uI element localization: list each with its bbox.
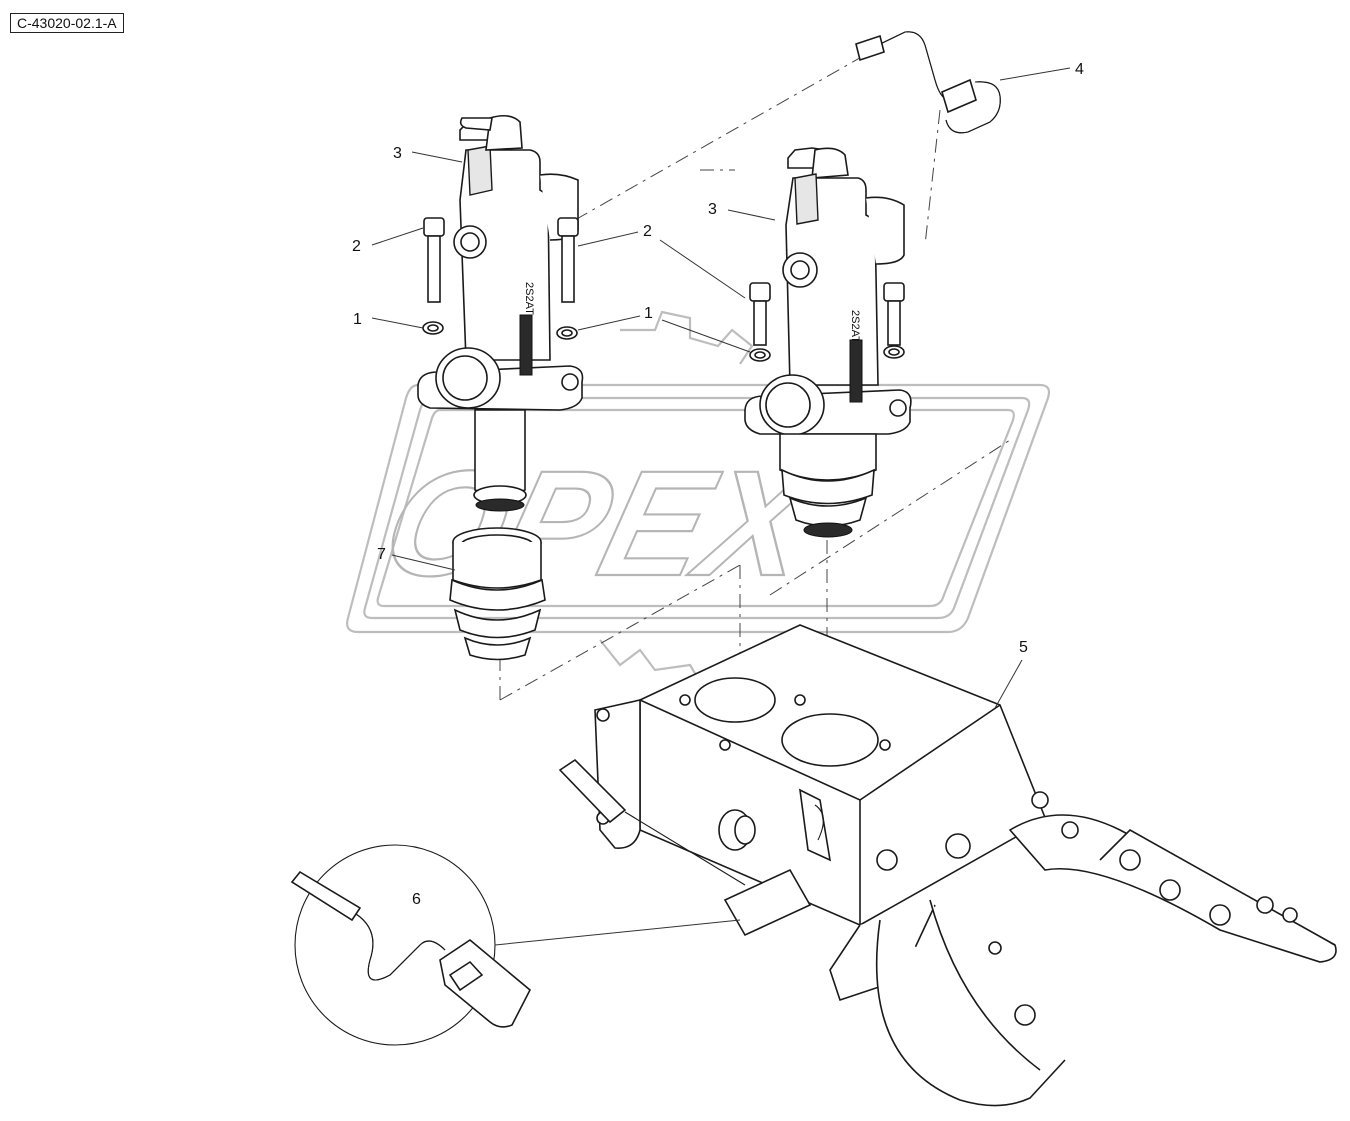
left-brake-valve: 2S2AT xyxy=(417,114,584,512)
brake-line-tube xyxy=(855,31,1001,134)
watermark-logo: OPEX xyxy=(346,310,1051,691)
callout-4: 4 xyxy=(1075,61,1084,78)
callout-7: 7 xyxy=(377,546,386,563)
rubber-boot xyxy=(449,527,546,661)
callout-2-left: 2 xyxy=(352,238,361,255)
callout-6: 6 xyxy=(412,891,421,908)
drawing-reference-code: C-43020-02.1-A xyxy=(10,13,124,33)
right-bolts-washers xyxy=(749,282,905,362)
callout-3-right: 3 xyxy=(708,201,717,218)
left-valve-marking: 2S2AT xyxy=(523,282,535,315)
right-valve-marking: 2S2AT xyxy=(849,310,861,343)
callout-5: 5 xyxy=(1019,639,1028,656)
watermark-text: OPEX xyxy=(369,440,836,607)
right-brake-valve: 2S2AT xyxy=(744,147,912,538)
callout-1-left: 1 xyxy=(353,311,362,328)
callout-1-mid: 1 xyxy=(644,305,653,322)
callout-3-left: 3 xyxy=(393,145,402,162)
leader-lines xyxy=(371,67,1071,709)
callout-labels: 3 2 1 2 1 3 4 7 5 6 xyxy=(352,61,1084,908)
callout-2-mid: 2 xyxy=(643,223,652,240)
pedal-bracket-assembly xyxy=(558,624,1337,1107)
left-bolts-washers xyxy=(422,217,579,340)
sensor-detail-callout xyxy=(290,844,741,1046)
